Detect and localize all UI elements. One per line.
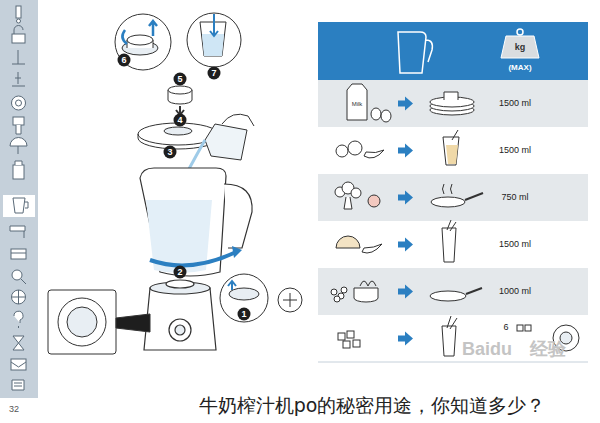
quantity-text: 1500 ml bbox=[499, 146, 531, 156]
quantity-text: 750 ml bbox=[501, 193, 528, 203]
assembly-detail bbox=[115, 14, 171, 70]
carton-text: Milk bbox=[352, 101, 363, 108]
lock-inset bbox=[220, 274, 302, 322]
caption: 牛奶榨汁机po的秘密用途，你知道多少？ bbox=[197, 395, 548, 416]
callout-number: 5 bbox=[174, 73, 187, 86]
callout-number: 4 bbox=[174, 114, 187, 127]
quantity-text: 1500 ml bbox=[499, 240, 531, 250]
table-row: 1500 ml bbox=[318, 127, 588, 174]
table-row: 1500 ml bbox=[318, 221, 588, 268]
header-band: kg (MAX) bbox=[318, 22, 588, 80]
measuring-cup bbox=[168, 86, 192, 115]
page-number: 32 bbox=[9, 405, 19, 415]
lid bbox=[138, 123, 218, 149]
callout-number: 7 bbox=[208, 67, 221, 80]
callout-number: 6 bbox=[118, 54, 131, 67]
table-row: 750 ml bbox=[318, 174, 588, 221]
recipe-table bbox=[318, 22, 588, 362]
quantity-text: 6 bbox=[503, 323, 508, 333]
switch-inset bbox=[48, 290, 150, 354]
table-row: 1000 ml bbox=[318, 268, 588, 315]
watermark: 经验 bbox=[530, 340, 566, 360]
water-detail bbox=[187, 13, 241, 67]
watermark: Baidu bbox=[462, 340, 512, 360]
quantity-text: 1500 ml bbox=[499, 99, 531, 109]
max-label: (MAX) bbox=[508, 64, 531, 73]
sidebar bbox=[0, 0, 38, 398]
motor-base bbox=[144, 280, 216, 350]
callout-number: 1 bbox=[238, 308, 251, 321]
quantity-text: 1000 ml bbox=[499, 287, 531, 297]
weight-unit: kg bbox=[515, 43, 526, 53]
callout-number: 2 bbox=[174, 266, 187, 279]
blender-jug bbox=[140, 168, 252, 276]
callout-number: 3 bbox=[164, 146, 177, 159]
